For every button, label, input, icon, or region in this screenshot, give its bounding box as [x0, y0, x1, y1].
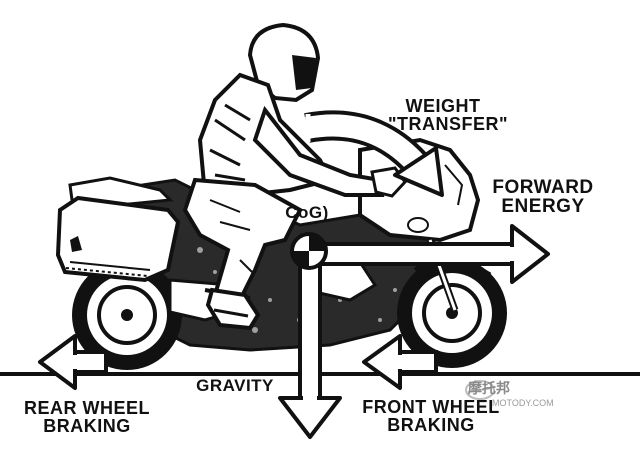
front-wheel-line1: FRONT WHEEL	[362, 397, 500, 417]
gravity-label: GRAVITY	[196, 376, 274, 395]
rider-illustration	[182, 22, 407, 331]
forward-energy-line2: ENERGY	[501, 196, 585, 217]
front-braking-arrow-icon	[362, 334, 438, 390]
rear-braking-arrow-icon	[38, 334, 108, 390]
front-wheel-line2: BRAKING	[387, 415, 475, 435]
cog-marker-icon	[290, 232, 328, 270]
front-wheel-braking-label: FRONT WHEEL BRAKING	[356, 398, 506, 434]
gravity-arrow-icon	[278, 256, 342, 439]
forward-energy-line1: FORWARD	[492, 177, 594, 198]
weight-transfer-arrow-icon	[304, 110, 444, 197]
cog-label: CoG)	[285, 203, 329, 222]
rear-wheel-braking-label: REAR WHEEL BRAKING	[12, 399, 162, 435]
watermark-subtext: MOTODY.COM	[492, 398, 554, 408]
watermark-logo-icon	[465, 380, 495, 400]
motorcycle-illustration	[55, 137, 507, 370]
rear-wheel-line2: BRAKING	[43, 416, 131, 436]
weight-transfer-line1: WEIGHT	[405, 96, 481, 116]
forward-energy-label: FORWARD ENERGY	[478, 178, 608, 216]
weight-transfer-line2: "TRANSFER"	[388, 114, 509, 134]
weight-transfer-label: WEIGHT "TRANSFER"	[388, 96, 509, 134]
rear-wheel-line1: REAR WHEEL	[24, 398, 150, 418]
watermark-text: 摩托邦	[468, 380, 510, 396]
